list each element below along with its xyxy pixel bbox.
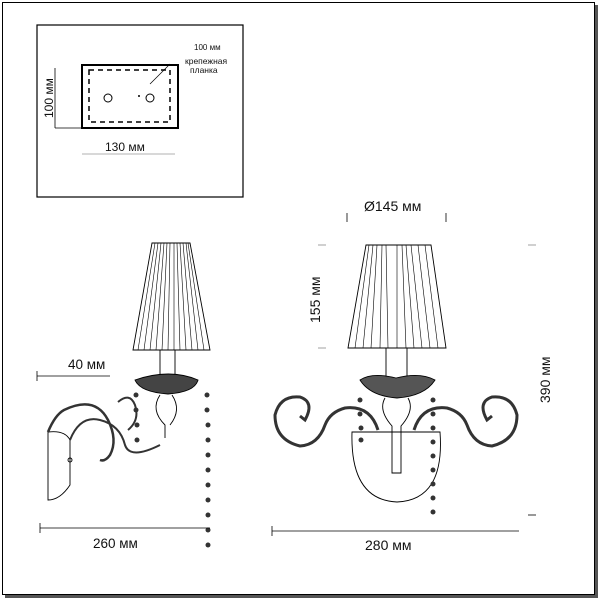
front-candle [385, 348, 408, 378]
mount-point [138, 95, 140, 97]
mount-plate [81, 64, 179, 129]
shade-diameter-label: Ø145 мм [364, 198, 421, 214]
side-shade [132, 242, 211, 351]
front-stem [382, 397, 411, 474]
side-crystal-chain [133, 392, 211, 548]
front-width-label: 280 мм [365, 537, 412, 553]
front-view-lamp [273, 244, 519, 515]
side-view-lamp [46, 242, 211, 548]
front-shade [347, 244, 447, 349]
side-screw [67, 457, 73, 463]
front-arm-left [273, 395, 380, 448]
side-dimensions [36, 371, 210, 533]
mount-hole-left [103, 93, 113, 103]
front-shade-pleats [354, 244, 439, 349]
side-scroll [117, 396, 138, 431]
plate-label-line1: крепежная [185, 56, 228, 66]
front-wall-plate [351, 431, 441, 503]
side-stem [155, 394, 177, 438]
plate-height-label: 100 мм [42, 78, 56, 118]
side-wall-plate [47, 431, 71, 501]
side-candle [159, 350, 176, 375]
total-height-label: 390 мм [537, 357, 553, 404]
plate-width-label: 130 мм [105, 140, 145, 154]
depth-label: 100 мм [194, 43, 221, 52]
side-shade-pleats [137, 242, 205, 351]
projection-label: 40 мм [68, 357, 105, 372]
front-crystal-chain [357, 397, 436, 515]
front-arm-right [412, 395, 519, 448]
front-dimensions [271, 213, 536, 536]
leader-line [149, 63, 171, 85]
drawing-frame [2, 2, 595, 595]
shade-height-label: 155 мм [307, 277, 323, 324]
mount-plate-inset: 100 мм крепежная планка 100 мм 130 мм [36, 24, 244, 198]
front-bobeche [359, 375, 436, 399]
side-arm-front [69, 418, 161, 454]
mount-plate-dashed-outline [88, 69, 171, 123]
inset-border [36, 24, 244, 198]
side-depth-label: 260 мм [93, 536, 138, 551]
plate-label-line2: планка [190, 65, 218, 75]
side-bobeche [134, 373, 199, 395]
side-arm-back [46, 403, 115, 462]
mount-hole-right [145, 93, 155, 103]
